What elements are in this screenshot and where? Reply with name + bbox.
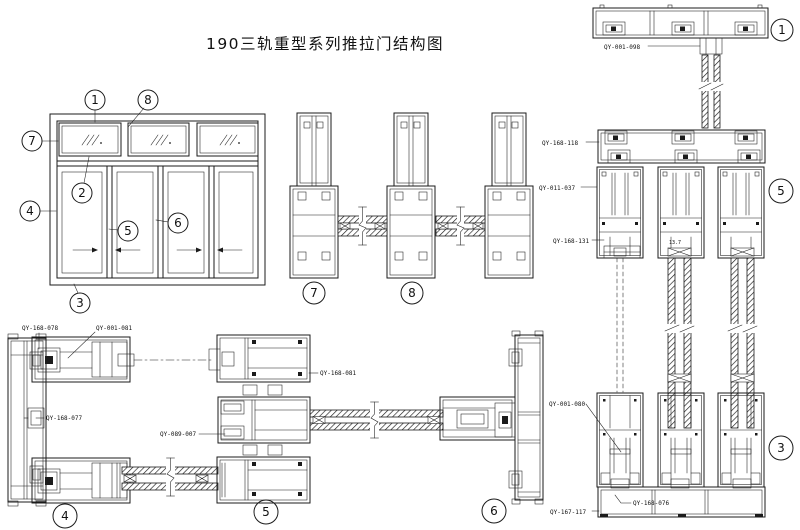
part-label-qy-011-037: QY-011-037 — [539, 185, 576, 192]
glass-bar-5-to-6 — [309, 401, 444, 439]
elevation-view: 1 8 7 2 4 5 6 3 — [19, 89, 266, 314]
callout-8: 8 — [144, 93, 152, 107]
screen-track-adaptor — [603, 245, 641, 259]
section-callout-5-bottom: 5 — [262, 505, 270, 519]
part-label-qy-168-081: QY-168-081 — [320, 370, 357, 377]
transom-glass-column — [698, 54, 724, 129]
callout-2: 2 — [78, 186, 86, 200]
section-callout-3: 3 — [777, 441, 785, 455]
part-label-qy-001-081: QY-001-081 — [96, 325, 133, 332]
callout-3: 3 — [76, 296, 84, 310]
mullion-profile — [289, 112, 339, 279]
section-callout-5-right: 5 — [777, 184, 785, 198]
meeting-stile-bottom-profile — [216, 456, 311, 504]
door-panels — [61, 166, 254, 279]
part-label-qy-089-007: QY-089-007 — [160, 431, 197, 438]
part-label: QY-168-076 — [614, 494, 670, 507]
part-label-qy-168-118: QY-168-118 — [542, 140, 579, 147]
slide-direction-arrows — [72, 247, 243, 253]
head-rail-profile — [592, 4, 769, 55]
part-label-qy-001-080: QY-001-080 — [549, 401, 586, 408]
part-label: QY-089-007 — [160, 431, 226, 438]
elevation-callouts: 1 8 7 2 4 5 6 3 — [19, 89, 189, 314]
section-callout-4: 4 — [61, 509, 69, 523]
frame-jamb-profile — [7, 333, 47, 507]
part-label: QY-168-131 — [553, 238, 605, 245]
page-title: 190三轨重型系列推拉门结构图 — [206, 35, 444, 53]
part-label-qy-167-117: QY-167-117 — [550, 509, 587, 516]
section-7-8-view: 7 8 — [289, 112, 534, 305]
meeting-stile-mid-profile — [217, 396, 311, 444]
glass-icon — [150, 134, 172, 146]
screen-dashed-track — [616, 257, 624, 393]
section-5-view: QY-168-081 QY-089-007 5 — [160, 334, 357, 525]
glass-width-dimension: 13.7 — [669, 240, 681, 246]
mid-rail-profile — [597, 129, 766, 164]
right-section-assembly: QY-001-098 1 QY-168-118 QY-011-037 5 QY-… — [539, 4, 794, 518]
callout-5: 5 — [124, 224, 132, 238]
interlock-clips — [242, 444, 283, 456]
part-label: QY-001-098 — [604, 44, 701, 51]
part-label-qy-168-078: QY-168-078 — [22, 325, 59, 332]
part-label: QY-168-118 — [542, 140, 600, 147]
sash-top-profile — [717, 166, 765, 259]
part-label: QY-011-037 — [539, 185, 598, 192]
part-label: QY-001-080 — [549, 401, 622, 453]
interlock-clips — [242, 384, 283, 396]
part-label: QY-001-081 — [67, 325, 133, 359]
glass-icon — [81, 134, 103, 146]
section-callout-7: 7 — [310, 286, 318, 300]
part-label-qy-001-098: QY-001-098 — [604, 44, 641, 51]
glass-bar-4-to-5 — [121, 457, 219, 497]
part-label-qy-168-131: QY-168-131 — [553, 238, 590, 245]
section-callout-8: 8 — [408, 286, 416, 300]
part-label: QY-168-081 — [308, 370, 357, 377]
part-label: QY-167-117 — [550, 509, 600, 516]
transom-panes — [58, 122, 259, 157]
sash-bottom-profile — [717, 392, 765, 488]
glass-icon — [219, 134, 241, 146]
callout-7: 7 — [28, 134, 36, 148]
bottom-rail-profile — [31, 457, 131, 504]
part-label: QY-168-077 — [35, 415, 83, 422]
part-label-qy-168-077: QY-168-077 — [46, 415, 83, 422]
top-rail-profile — [31, 336, 135, 383]
sill-track-profile — [597, 478, 766, 518]
glazing-bar — [337, 206, 388, 246]
mullion-profile — [386, 112, 436, 279]
sash-bottom-profile — [657, 392, 705, 488]
glazing-bar — [435, 206, 486, 246]
section-callout-6: 6 — [490, 504, 498, 518]
section-callout-1: 1 — [778, 23, 786, 37]
callout-1: 1 — [91, 93, 99, 107]
side-jamb-profile — [508, 330, 544, 505]
meeting-stile-top-profile — [208, 334, 311, 383]
section-6-view: 6 — [439, 330, 544, 524]
sash-top-profile — [596, 166, 644, 259]
mullion-profile — [484, 112, 534, 279]
callout-6: 6 — [174, 216, 182, 230]
door-glass-column — [664, 247, 695, 429]
section-4-view: QY-168-078 QY-001-081 QY-168-077 4 — [7, 325, 135, 529]
part-label: QY-168-078 — [22, 325, 59, 350]
door-rail-profile — [439, 396, 516, 441]
door-glass-column — [727, 247, 758, 429]
sash-bottom-profile — [596, 392, 644, 488]
callout-4: 4 — [26, 204, 34, 218]
part-label-qy-168-076: QY-168-076 — [633, 500, 670, 507]
